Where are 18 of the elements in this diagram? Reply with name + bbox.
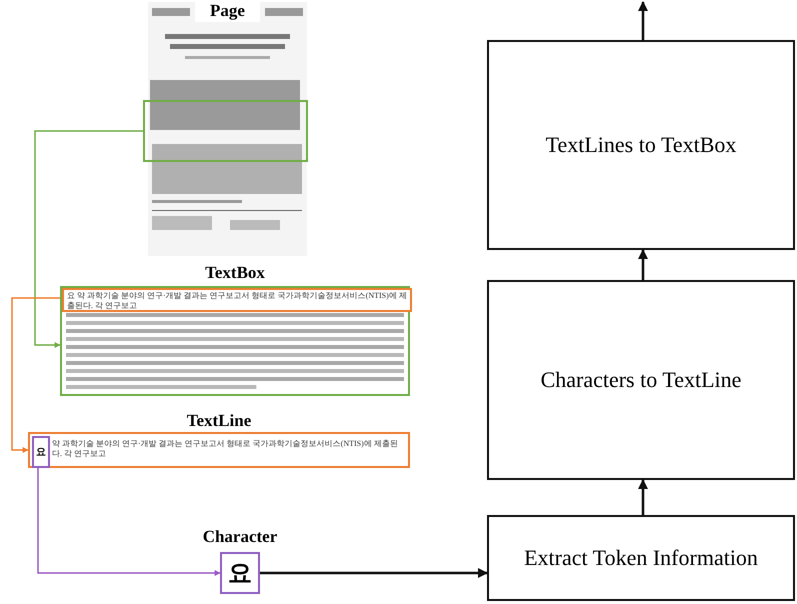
arrow: [11, 297, 62, 453]
character-box: 요: [220, 552, 260, 594]
text-line-words: 약 과학기술 분야의 연구·개발 결과는 연구보고서 형태로 국가과학기술정보서비스(NTIS)에 제출된다. 각 연구보고: [52, 439, 399, 459]
highlight-box: [143, 100, 308, 162]
character-box: 요: [32, 436, 50, 468]
arrow: [260, 568, 488, 578]
heading: TextBox: [204, 262, 266, 284]
process-box: Characters to TextLine: [487, 280, 795, 480]
process-box: Extract Token Information: [487, 515, 795, 601]
arrow: [34, 130, 143, 348]
arrow: [37, 468, 221, 576]
arrow: [638, 479, 648, 515]
heading: Character: [202, 526, 278, 548]
heading: TextLine: [186, 410, 252, 432]
arrow: [638, 1, 648, 40]
heading: Page: [195, 0, 260, 22]
arrow: [638, 249, 648, 280]
process-box: TextLines to TextBox: [487, 40, 795, 250]
